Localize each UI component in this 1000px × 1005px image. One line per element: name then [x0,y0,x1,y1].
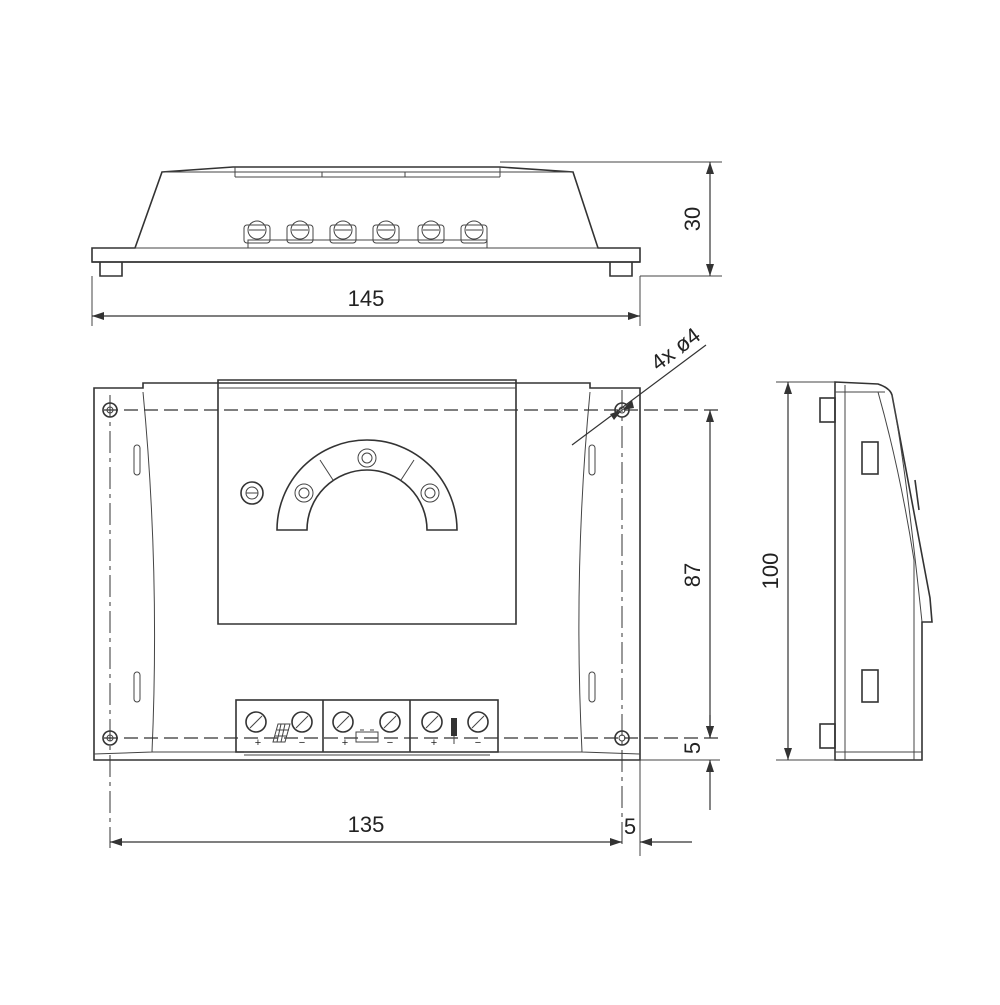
mounting-holes [102,402,630,746]
plus-sign: + [342,737,348,749]
dimension-hole-diameter: 4x ø4 [571,322,707,446]
front-view: + − + − + [93,379,720,848]
terminal-solar-group: + − [245,711,313,749]
display-panel [217,379,517,625]
top-view [91,166,641,277]
top-terminal-screws [243,220,488,244]
minus-sign: − [299,737,305,749]
dimension-hole-height: 87 [680,410,714,738]
plus-sign: + [431,737,437,749]
terminal-screw-6 [460,220,488,244]
dim-top-height-label: 30 [680,207,705,231]
solar-panel-icon [272,723,291,743]
push-button [240,481,264,505]
dimension-hole-width: 135 [110,812,622,846]
minus-sign: − [387,737,393,749]
side-view [819,381,933,761]
terminal-screw-2 [286,220,314,244]
led-indicator-arc [276,439,458,531]
terminal-screw-3 [329,220,357,244]
plus-sign: + [255,737,261,749]
dim-top-width-label: 145 [348,286,385,311]
dim-hole-width-label: 135 [348,812,385,837]
terminal-battery-group: + − [332,711,401,749]
terminal-screw-4 [372,220,400,244]
dim-hole-height-label: 87 [680,563,705,587]
dimension-side-height: 100 [758,381,835,761]
dimension-top-height: 30 [500,161,722,277]
dim-bottom-offset-label: 5 [680,742,705,754]
terminal-block: + − + − + [235,699,499,756]
terminal-screw-1 [243,220,271,244]
side-slots [133,444,596,703]
dimension-side-offset: 5 [624,760,692,856]
dimension-top-width: 145 [91,276,641,326]
battery-icon [355,729,379,743]
minus-sign: − [475,737,481,749]
lamp-icon [451,718,457,744]
dim-side-offset-label: 5 [624,814,636,839]
terminal-load-group: + − [421,711,489,749]
dim-side-height-label: 100 [758,553,783,590]
dimension-bottom-offset: 5 [640,715,720,810]
terminal-screw-5 [417,220,445,244]
